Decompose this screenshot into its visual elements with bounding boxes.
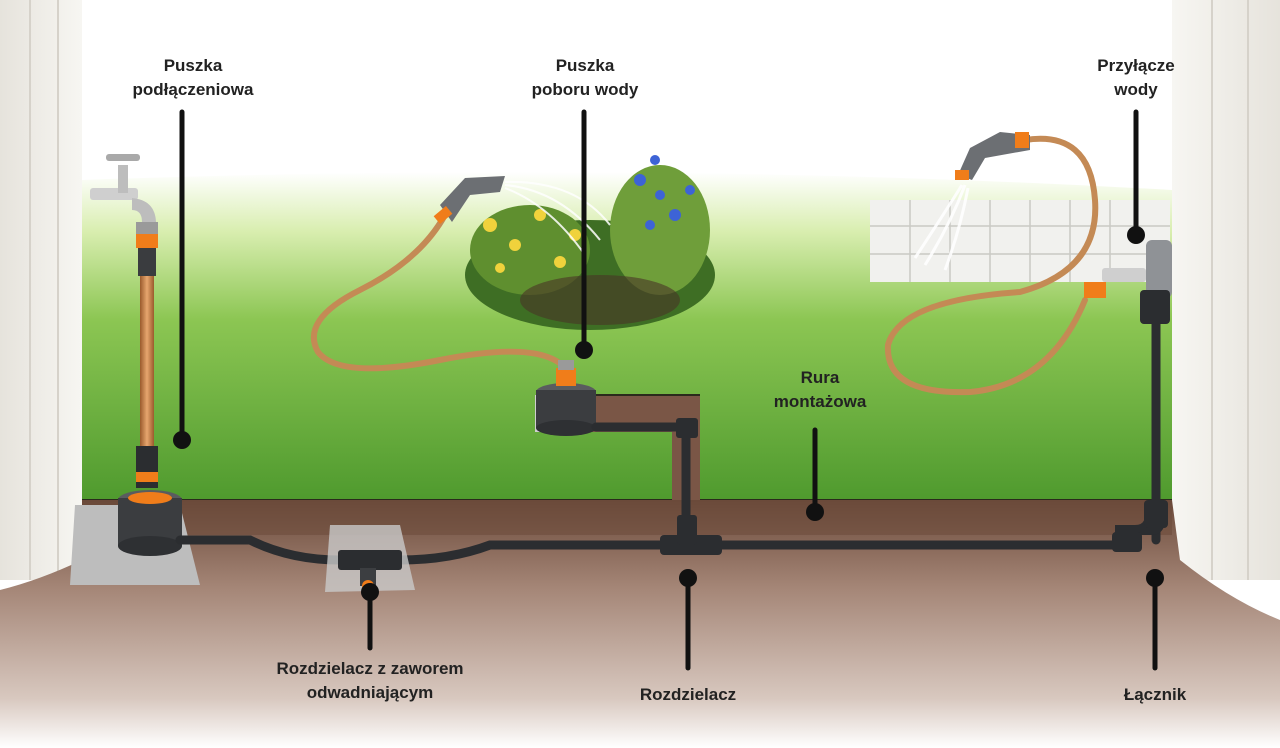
garden-hose-right <box>884 135 1099 396</box>
distributor-t-piece <box>660 418 722 555</box>
flower-bed-icon <box>465 155 715 330</box>
water-spray <box>504 180 611 256</box>
distributor-with-drain-valve <box>325 525 415 592</box>
leader-lines <box>179 109 1158 671</box>
connector-elbow <box>1112 500 1168 552</box>
right-wall <box>1172 0 1280 580</box>
garden-hose-left <box>310 212 568 372</box>
label-rozdzielacz: Rozdzielacz <box>639 685 737 704</box>
spray-gun-icon <box>433 176 505 224</box>
water-take-off-box <box>535 360 596 436</box>
water-spray-paving <box>913 184 970 271</box>
wall-water-connection <box>1084 240 1172 324</box>
label-puszka-podlaczeniowa: Puszka podłączeniowa <box>132 56 254 99</box>
label-rura-montazowa: Rura montażowa <box>773 368 867 411</box>
connection-box <box>118 490 182 556</box>
label-lacznik: Łącznik <box>1123 685 1187 704</box>
label-rozdzielacz-z-zaworem: Rozdzielacz z zaworem odwadniającym <box>276 659 464 702</box>
tap-icon <box>90 154 158 276</box>
vertical-pipe-left <box>140 276 154 446</box>
left-wall <box>0 0 82 580</box>
leader-dots <box>173 226 1164 601</box>
label-puszka-poboru-wody: Puszka poboru wody <box>531 56 639 99</box>
spray-gun-icon <box>955 132 1030 180</box>
label-przylacze-wody: Przyłącze wody <box>1097 56 1175 99</box>
